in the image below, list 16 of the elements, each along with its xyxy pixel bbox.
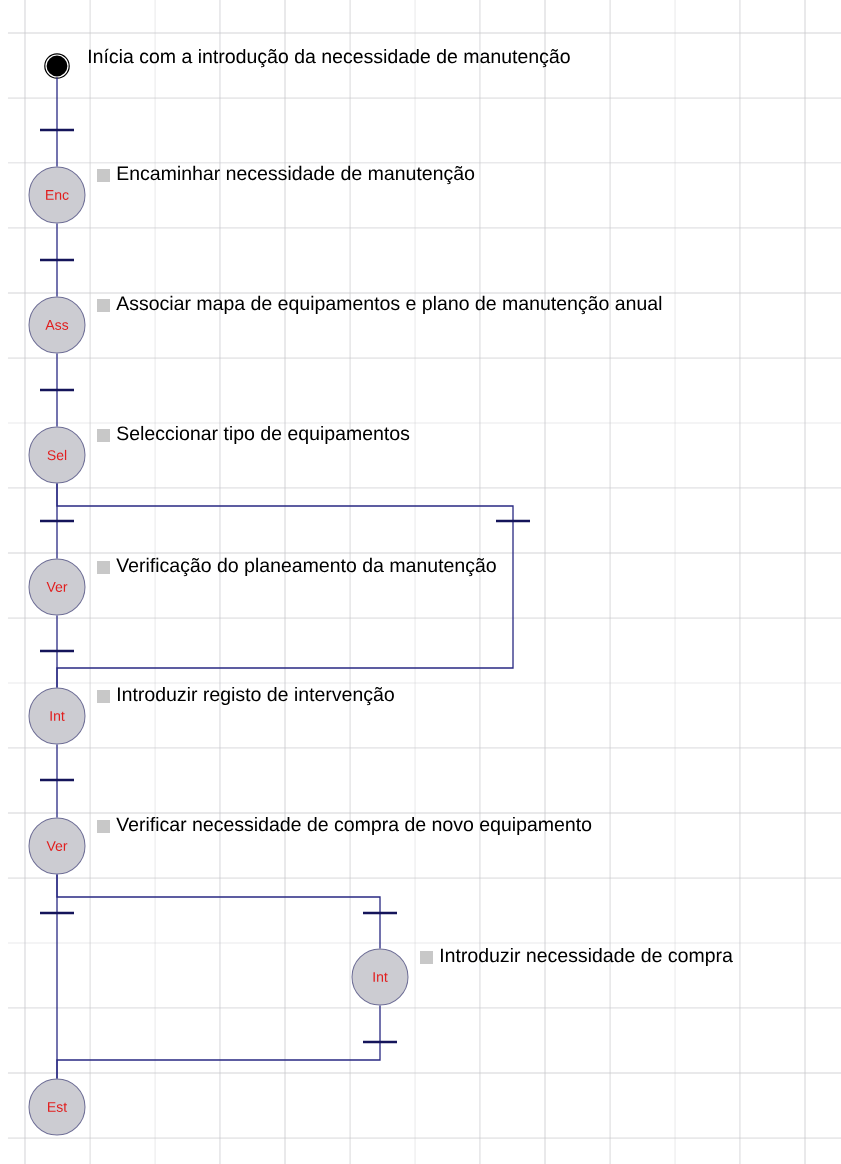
connector-line (56, 482, 514, 689)
step-label: Seleccionar tipo de equipamentos (117, 425, 410, 445)
step-label: Introduzir registo de intervenção (118, 686, 394, 706)
step-label: Inícia com a introdução da necessidade de manutenção (89, 48, 570, 68)
connector-line (56, 352, 58, 428)
initial-step-dot (44, 53, 70, 79)
step-label: Introduzir necessidade de compra (441, 947, 733, 967)
connector-line (56, 222, 58, 298)
connector-line (56, 76, 58, 168)
connector-line (56, 1004, 381, 1080)
step-label: Associar mapa de equipamentos e plano de manutenção anual (116, 295, 662, 315)
step-label: Verificação do planeamento da manutenção (116, 557, 496, 577)
step-label: Encaminhar necessidade de manutenção (117, 165, 475, 185)
connector-line (56, 743, 58, 819)
step-label: Verificar necessidade de compra de novo equipamento (116, 816, 592, 836)
connector-line (56, 873, 381, 950)
